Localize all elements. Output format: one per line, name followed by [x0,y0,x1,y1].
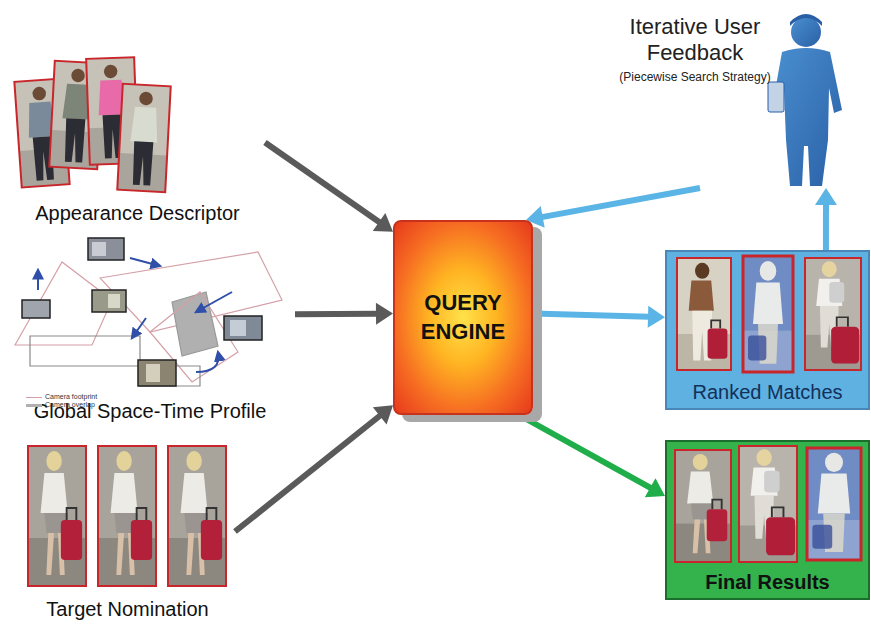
user-feedback: Iterative User Feedback (Piecewise Search… [600,8,850,188]
arrow-shaft [235,415,381,531]
arrow-shaft [265,143,380,223]
arrow-head [373,213,393,232]
input-group: Target Nomination [20,440,235,623]
arrow-shaft [823,204,829,250]
node-label: Final Results [705,570,829,594]
legend-text: Camera overlap [45,401,95,409]
legend-row: Camera overlap [26,401,97,409]
node-label: QUERY ENGINE [404,289,522,346]
node-label: Target Nomination [46,597,208,621]
flow-arrow [526,188,700,228]
match-thumbnails [667,252,871,380]
legend-sample [26,397,42,398]
arrow-head [645,478,665,497]
arrow-head [376,303,393,325]
arrow-shaft [533,314,649,317]
camera-map [15,252,282,386]
arrow-shaft [295,311,377,318]
flow-arrow [265,143,393,232]
legend-row: Camera footprint [26,393,97,401]
flow-arrow [533,306,665,328]
node-label: Ranked Matches [692,380,842,404]
flow-arrow [295,303,393,325]
person-thumbnail [117,84,170,192]
node-label: Iterative User Feedback [600,14,790,67]
arrow-shaft [542,188,700,217]
input-group: Appearance Descriptor [10,50,265,228]
flow-arrow [519,415,665,497]
flow-arrow [235,405,393,531]
legend-sample [26,404,42,407]
camera-thumbnail [22,238,262,386]
engine-box: QUERY ENGINE [393,220,533,415]
target-thumbnail [28,446,226,586]
node-sublabel: (Piecewise Search Strategy) [600,70,790,84]
arrow-head [648,306,665,328]
legend-text: Camera footprint [45,393,97,401]
node-label: Appearance Descriptor [35,201,240,225]
map-legend: Camera footprintCamera overlap [26,393,97,409]
result-thumbnails [667,442,871,570]
arrow-head [373,405,393,424]
flow-arrow [815,188,837,250]
user-silhouette [768,14,842,186]
ranked-panel: Ranked Matches [665,250,870,410]
arrow-head [815,188,837,205]
arrow-shaft [519,415,651,488]
results-panel: Final Results [665,440,870,600]
movement-arrow [38,258,232,372]
